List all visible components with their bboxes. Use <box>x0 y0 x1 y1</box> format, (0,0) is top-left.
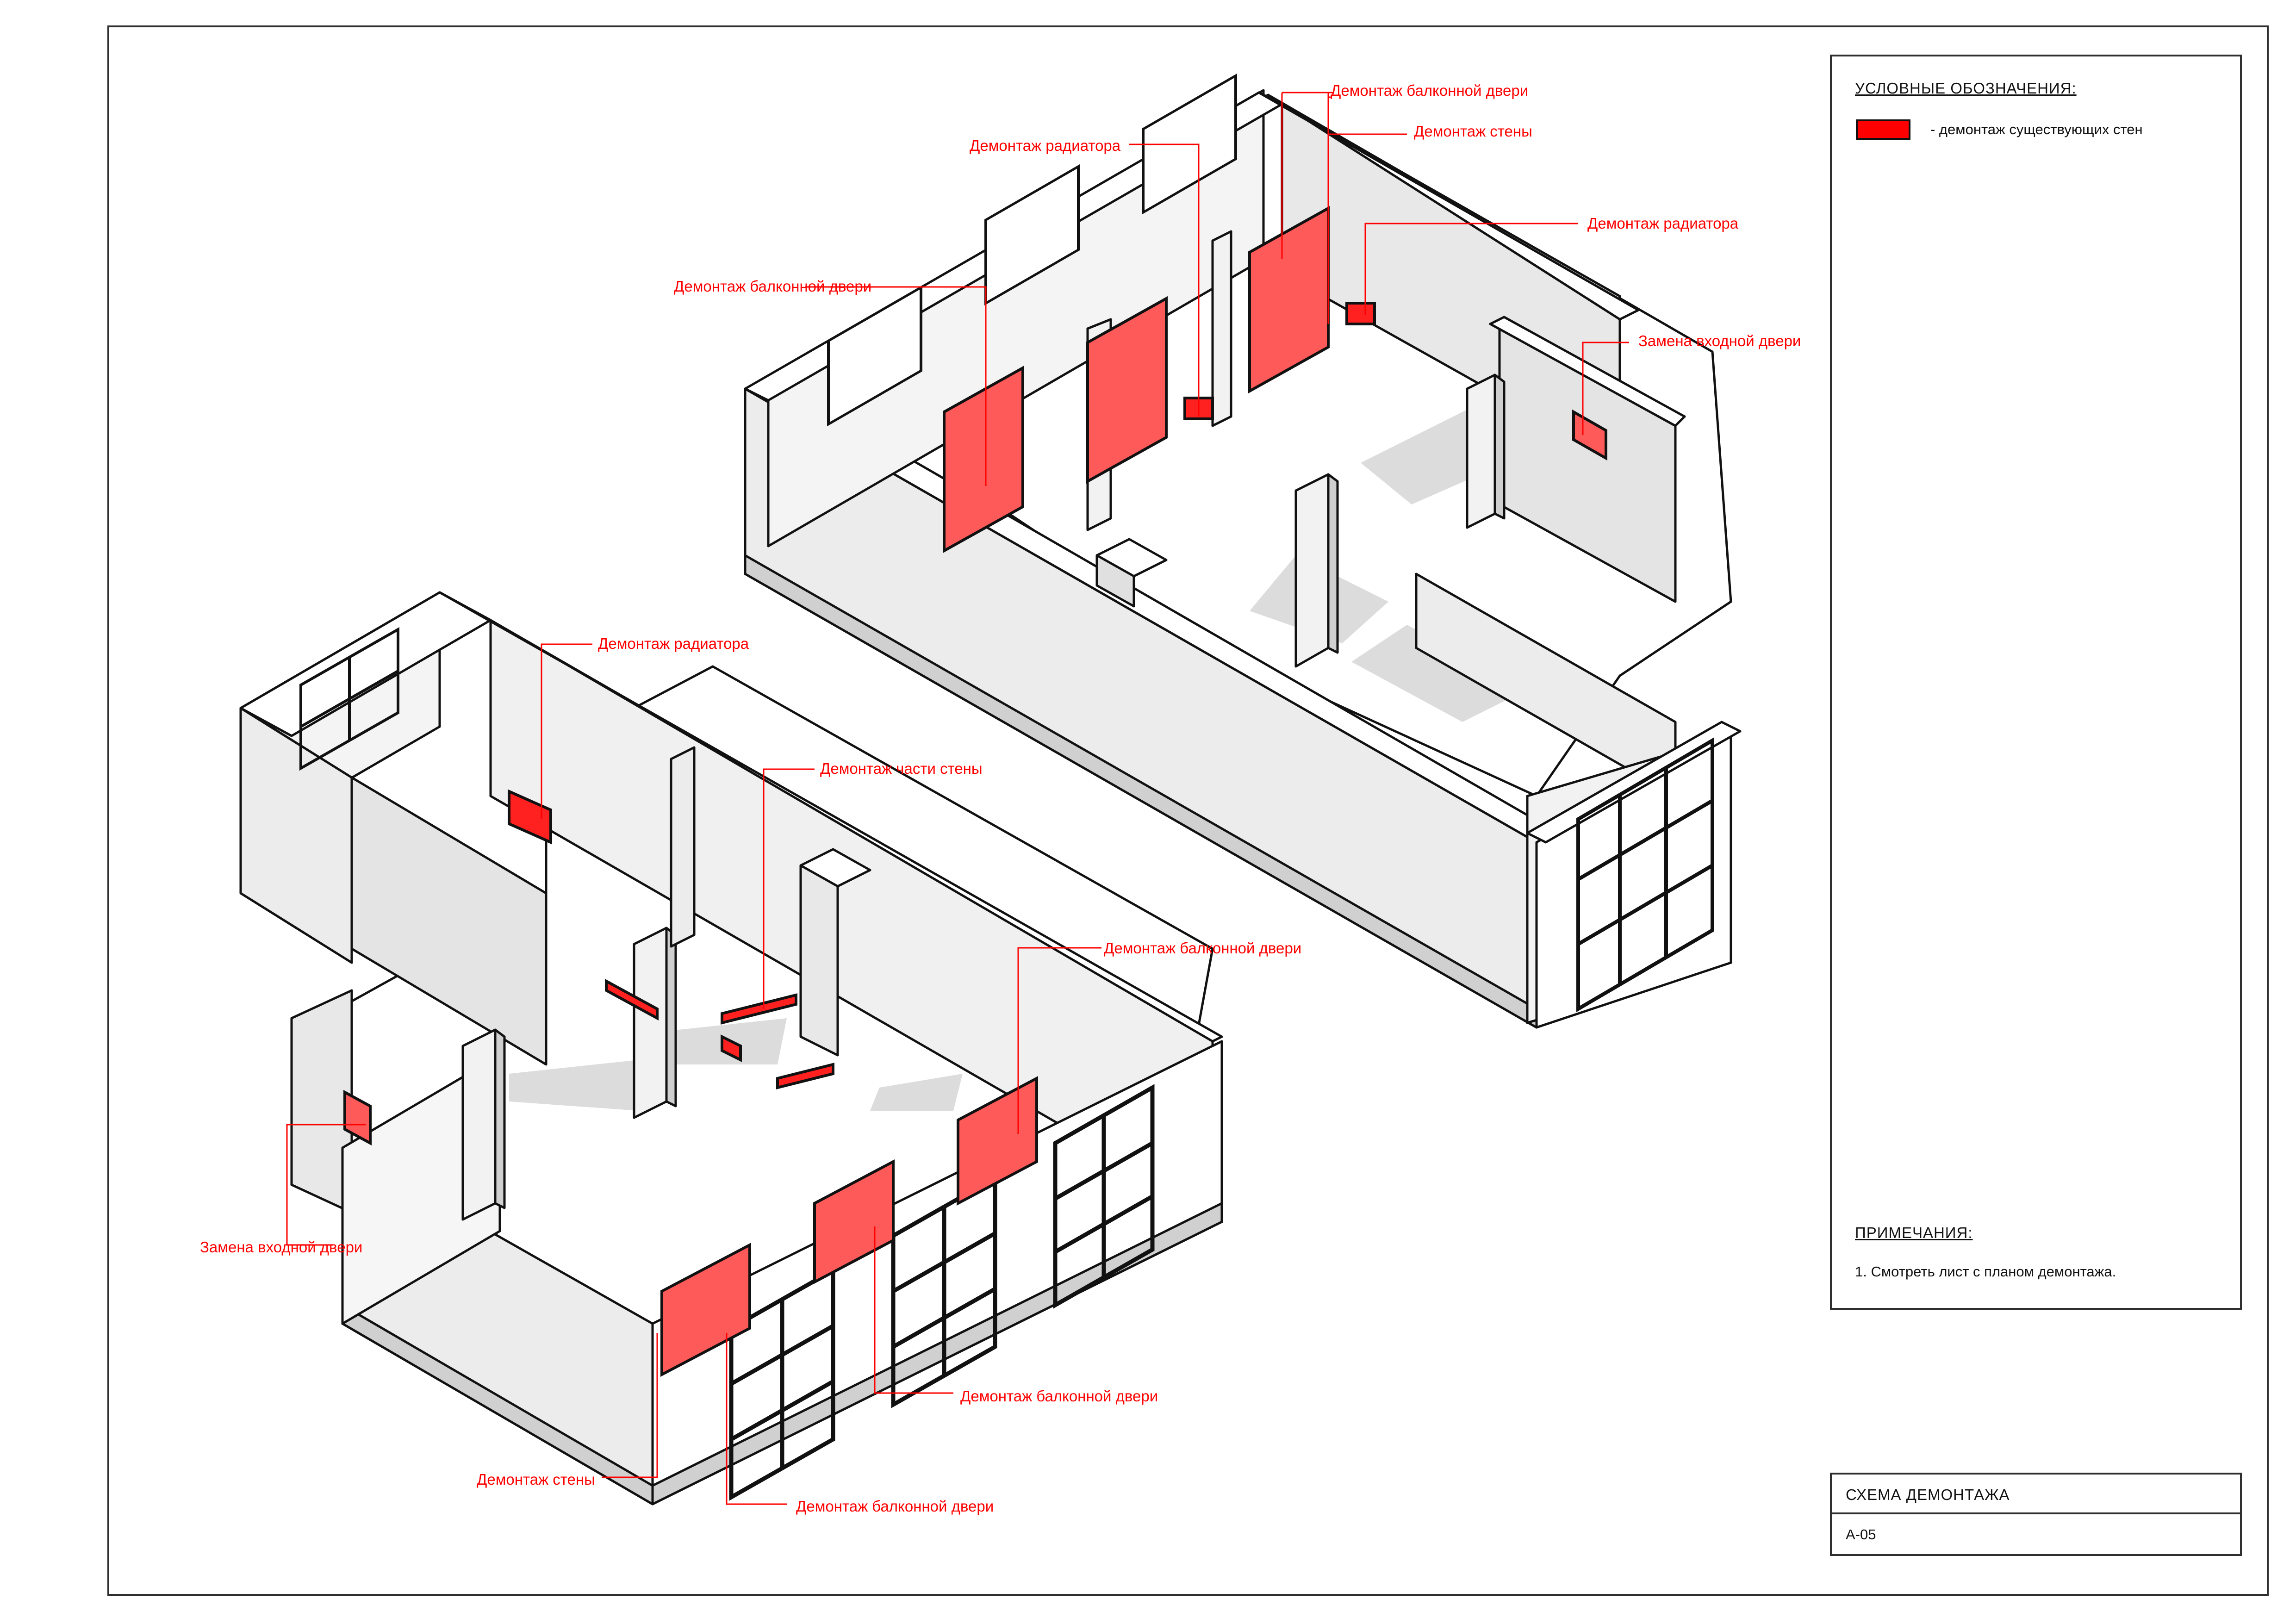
notes-title: ПРИМЕЧАНИЯ: <box>1855 1224 1973 1241</box>
callout-leaders <box>286 92 1629 1505</box>
callout-lower-balcony-door-3: Демонтаж балконной двери <box>796 1498 994 1515</box>
stamp-sheet-code: А-05 <box>1846 1526 1876 1543</box>
callout-upper-radiator-2: Демонтаж радиатора <box>1587 215 1739 232</box>
callout-labels: Демонтаж балконной двери Демонтаж стены … <box>200 82 1801 1515</box>
lower-apartment-model <box>239 591 1223 1506</box>
stamp-title: СХЕМА ДЕМОНТАЖА <box>1846 1486 2010 1503</box>
legend-panel: УСЛОВНЫЕ ОБОЗНАЧЕНИЯ: - демонтаж существ… <box>1830 55 2242 1310</box>
upper-windows <box>827 73 1237 427</box>
notes-item: 1. Смотреть лист с планом демонтажа. <box>1855 1263 2116 1280</box>
callout-lower-entry-door: Замена входной двери <box>200 1238 362 1256</box>
upper-balcony-glazing <box>1576 737 1714 1012</box>
lower-front-windows <box>729 1084 1155 1501</box>
callout-upper-entry-door: Замена входной двери <box>1638 332 1801 349</box>
upper-demolition-marks <box>943 205 1607 554</box>
callout-lower-wall: Демонтаж стены <box>477 1471 595 1488</box>
callout-lower-balcony-door-2: Демонтаж балконной двери <box>960 1388 1158 1405</box>
legend-swatch-demolition <box>1856 119 1910 140</box>
callout-upper-wall: Демонтаж стены <box>1414 123 1532 140</box>
lower-back-windows <box>299 627 399 771</box>
callout-lower-balcony-door-1: Демонтаж балконной двери <box>1104 940 1301 957</box>
callout-upper-radiator-1: Демонтаж радиатора <box>970 137 1121 154</box>
callout-lower-wall-part: Демонтаж части стены <box>820 760 983 777</box>
title-stamp: СХЕМА ДЕМОНТАЖА А-05 <box>1830 1473 2242 1556</box>
callout-lower-radiator: Демонтаж радиатора <box>598 635 749 652</box>
legend-item-demolition: - демонтаж существующих стен <box>1930 121 2143 137</box>
callout-upper-balcony-door-1: Демонтаж балконной двери <box>1331 82 1528 99</box>
sheet-frame <box>107 25 2269 1596</box>
upper-apartment-model <box>744 89 1742 1029</box>
stamp-divider <box>1832 1512 2240 1514</box>
lower-demolition-marks <box>343 789 1038 1377</box>
legend-title: УСЛОВНЫЕ ОБОЗНАЧЕНИЯ: <box>1855 80 2077 97</box>
callout-upper-balcony-door-2: Демонтаж балконной двери <box>674 278 871 295</box>
